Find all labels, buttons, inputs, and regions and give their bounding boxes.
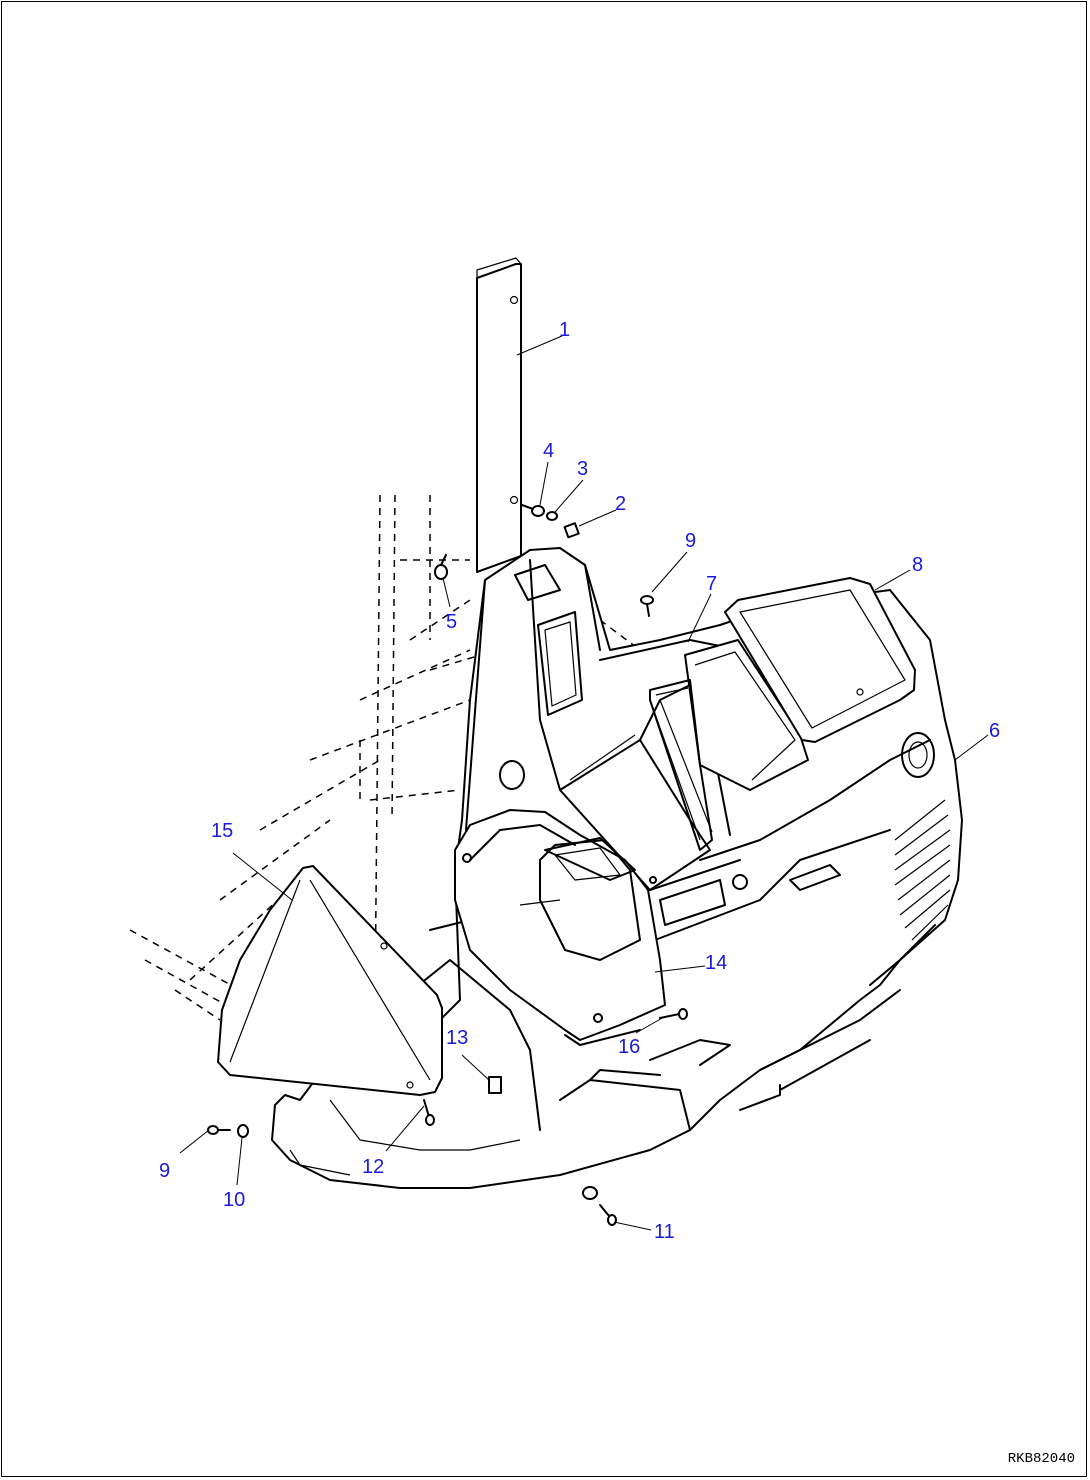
callout-10: 10 <box>223 1189 245 1211</box>
part-14-console-cover <box>454 809 666 1046</box>
callout-2: 2 <box>615 493 626 515</box>
callout-7: 7 <box>706 573 717 595</box>
callouts: 1 2 3 4 5 6 7 8 9 9 10 11 12 13 14 15 16 <box>159 319 1000 1243</box>
part-7-cover <box>649 639 809 851</box>
callout-3: 3 <box>577 458 588 480</box>
part-9-screw-upper <box>640 595 654 617</box>
callout-15: 15 <box>211 820 233 842</box>
callout-5: 5 <box>446 611 457 633</box>
fasteners <box>207 504 688 1226</box>
callout-9-upper: 9 <box>685 530 696 552</box>
callout-16: 16 <box>618 1036 640 1058</box>
callout-12: 12 <box>362 1156 384 1178</box>
callout-9-lower: 9 <box>159 1160 170 1182</box>
callout-1: 1 <box>559 319 570 341</box>
part-11-bolt <box>582 1186 617 1226</box>
callout-6: 6 <box>989 720 1000 742</box>
callout-14: 14 <box>705 952 727 974</box>
callout-11: 11 <box>654 1221 675 1243</box>
callout-13: 13 <box>446 1027 468 1049</box>
part-13-clip <box>488 1076 502 1094</box>
drawing-code: RKB82040 <box>1008 1451 1075 1467</box>
part-5-clip <box>434 554 448 580</box>
leader-lines <box>179 335 989 1231</box>
part-10-washer <box>237 1124 249 1138</box>
part-8-lid <box>724 577 916 743</box>
part-4-bolt <box>521 504 545 517</box>
callout-8: 8 <box>912 554 923 576</box>
cab-structure-dashed <box>129 494 641 1021</box>
part-1-vertical-bracket <box>476 257 522 573</box>
part-2-nut <box>563 522 580 539</box>
part-9-screw-lower <box>207 1125 231 1135</box>
vent-louvers <box>894 799 951 941</box>
part-15-side-cover <box>217 865 443 1096</box>
callout-4: 4 <box>543 440 554 462</box>
part-12-screw <box>423 1099 435 1126</box>
part-3-washer <box>546 511 558 521</box>
